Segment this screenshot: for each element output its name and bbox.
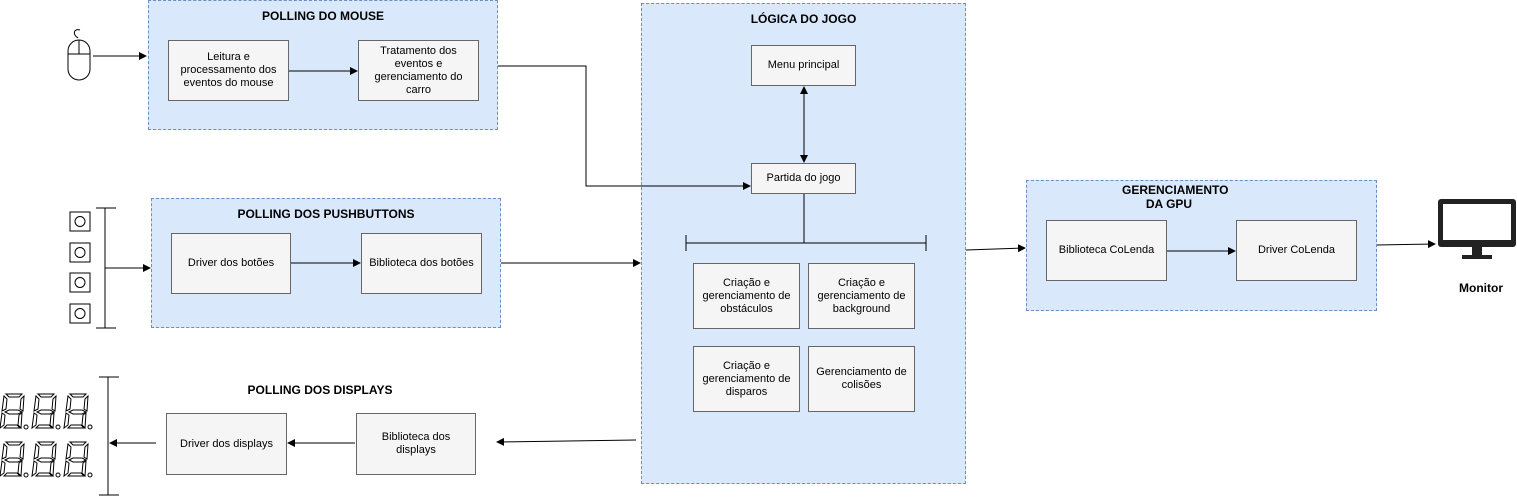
shots-box: Criação e gerenciamento de disparos	[693, 346, 800, 412]
pushbuttons-polling-title: POLLING DOS PUSHBUTTONS	[237, 207, 415, 221]
displays-driver-box: Driver dos displays	[166, 413, 287, 475]
buttons-library-box: Biblioteca dos botões	[361, 233, 482, 294]
game-match-box: Partida do jogo	[751, 163, 856, 194]
main-menu-box: Menu principal	[751, 45, 856, 86]
obstacles-box: Criação e gerenciamento de obstáculos	[693, 263, 800, 329]
mouse-icon	[67, 29, 91, 81]
gpu-to-monitor-arrow	[1376, 240, 1436, 249]
collisions-box: Gerenciamento de colisões	[808, 346, 915, 412]
seven-segment-display-icon	[0, 393, 93, 478]
logic-to-displays-arrow	[496, 437, 637, 446]
gpu-title: GERENCIAMENTO DA GPU	[1122, 183, 1229, 211]
colenda-library-box: Biblioteca CoLenda	[1046, 220, 1167, 281]
colenda-driver-box: Driver CoLenda	[1236, 220, 1357, 281]
background-box: Criação e gerenciamento de background	[808, 263, 915, 329]
displays-library-box: Biblioteca dos displays	[356, 413, 476, 475]
buttons-driver-box: Driver dos botões	[171, 233, 291, 294]
mouse-read-box: Leitura e processamento dos eventos do m…	[168, 40, 289, 101]
mouse-polling-title: POLLING DO MOUSE	[261, 9, 384, 23]
monitor-icon	[1438, 199, 1516, 259]
logic-to-gpu-arrow	[965, 244, 1026, 253]
pushbutton-icon	[69, 211, 91, 324]
game-logic-title: LÓGICA DO JOGO	[750, 12, 857, 26]
mouse-treat-box: Tratamento dos eventos e gerenciamento d…	[358, 40, 479, 101]
displays-polling-title: POLLING DOS DISPLAYS	[247, 383, 393, 397]
treat-to-match-arrow	[498, 65, 751, 190]
monitor-label: Monitor	[1459, 281, 1503, 295]
